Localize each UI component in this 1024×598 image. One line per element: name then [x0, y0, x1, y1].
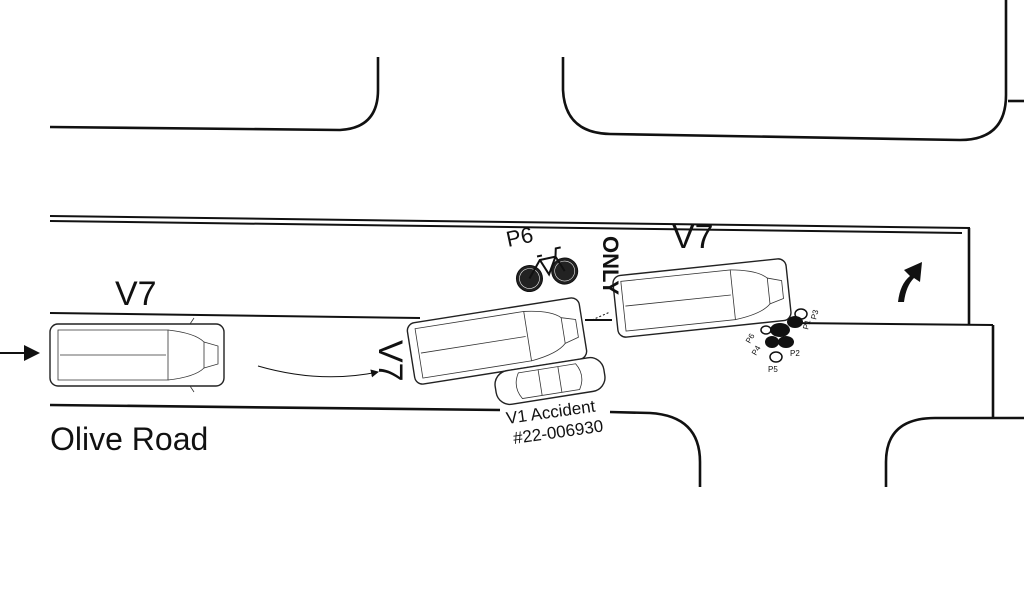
- vehicle-v7-impact: [406, 297, 588, 385]
- curb-bottom-right-block: [884, 416, 1024, 487]
- v7-impact-label: V7: [371, 340, 409, 382]
- bicycle-icon: [515, 246, 579, 293]
- part-label-p5: P5: [768, 365, 778, 374]
- part-label-p1: P1: [801, 318, 812, 330]
- lane-divider: [49, 312, 421, 319]
- part-label-p2: P2: [790, 349, 800, 358]
- v7-final-label: V7: [672, 218, 714, 256]
- road-north-edge-outer: [49, 215, 971, 229]
- turn-lane-divider: [789, 322, 994, 326]
- road-name-label: Olive Road: [50, 421, 208, 457]
- part-label-p3: P3: [809, 308, 820, 320]
- v7-approach-label: V7: [115, 275, 157, 313]
- curb-top-right-block: [561, 0, 1008, 142]
- road-north-edge-inner: [49, 220, 963, 234]
- part-label-p4: P4: [750, 344, 763, 357]
- debris-cluster: [760, 308, 808, 363]
- p6-label: P6: [504, 222, 536, 252]
- vehicle-v7-approach: [49, 317, 225, 393]
- vehicle-v1: [494, 356, 606, 406]
- road-south-edge: [49, 403, 702, 487]
- v7-travel-path: [257, 365, 379, 378]
- vehicle-v7-final: [612, 258, 792, 338]
- marking-dash: [591, 311, 611, 321]
- part-label-p6: P6: [744, 332, 757, 345]
- pavement-marking-only: ONLY: [598, 236, 623, 295]
- right-turn-arrow-icon: [890, 262, 922, 302]
- curb-top-left-block: [49, 57, 380, 132]
